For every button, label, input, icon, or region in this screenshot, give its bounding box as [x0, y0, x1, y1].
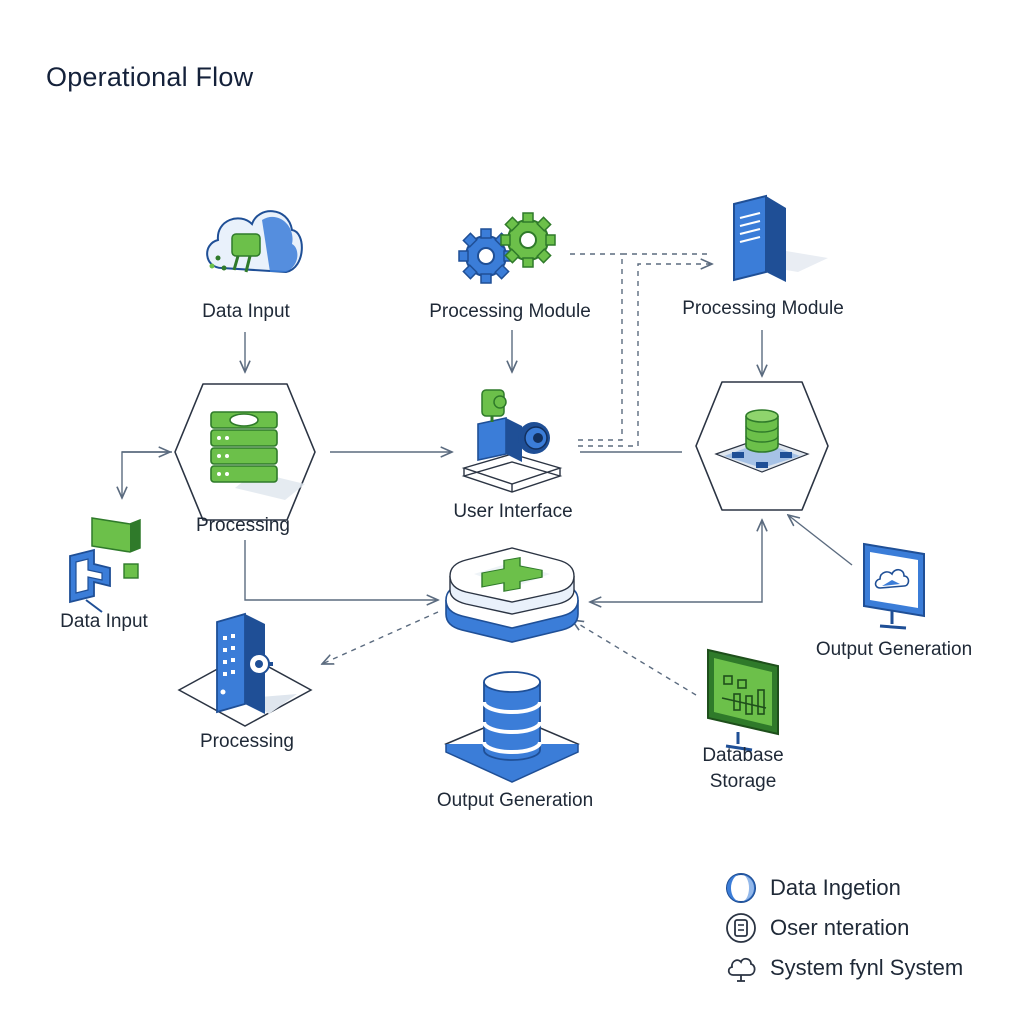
node-label-processing-bottom: Processing [200, 731, 294, 752]
connector-user-interface-to-server-dashed-b [578, 264, 712, 447]
half-circle-icon [726, 873, 756, 903]
connector-central-hub-to-processing-bottom [322, 611, 439, 664]
legend-label-data-ingestion: Data Ingetion [770, 875, 901, 900]
connectors [122, 253, 853, 696]
legend-label-system: System fynl System [770, 955, 964, 980]
server-gear-icon [177, 612, 313, 727]
database-storage-line1: Database [702, 745, 784, 766]
node-label-database-storage: Database Storage [702, 743, 783, 795]
connector-processing-to-central-hub [244, 540, 438, 600]
database-platform-icon [695, 381, 829, 511]
legend-item-user-interaction: Oser nteration [724, 910, 909, 946]
node-label-data-input-left: Data Input [60, 611, 148, 632]
node-label-data-input-top: Data Input [202, 301, 290, 322]
monitor-chart-icon [707, 648, 779, 752]
connector-processing-to-data-input-left [122, 451, 172, 498]
node-label-output-generation-db: Output Generation [436, 790, 594, 811]
legend-item-system: System fynl System [724, 950, 963, 986]
server-stack-icon [174, 383, 316, 521]
monitor-cloud-icon [863, 542, 925, 630]
node-label-processing-hub: Processing [196, 515, 290, 536]
connector-monitor-to-database-hub [788, 515, 853, 566]
stacked-layers-icon [445, 547, 579, 643]
database-storage-line2: Storage [709, 771, 777, 792]
legend-label-user-interaction: Oser nteration [770, 915, 910, 940]
database-cylinder-icon [444, 671, 580, 783]
connector-icon [69, 517, 141, 613]
legend-item-data-ingestion: Data Ingetion [724, 870, 901, 906]
node-label-output-generation-monitor: Output Generation [815, 639, 973, 660]
node-label-processing-module-server: Processing Module [682, 298, 844, 319]
connector-user-interface-to-server-dashed-a [578, 253, 708, 441]
connector-database-hub-to-central-hub [590, 520, 762, 602]
connector-database-storage-to-central-hub [572, 620, 697, 696]
page-title: Operational Flow [46, 62, 254, 92]
server-tower-icon [733, 194, 828, 282]
node-label-user-interface: User Interface [453, 501, 573, 522]
cloud-outline-icon [727, 957, 756, 982]
node-label-processing-module-gears: Processing Module [429, 301, 591, 322]
document-circle-icon [726, 913, 756, 943]
gears-icon [458, 212, 556, 284]
cloud-plug-icon [206, 210, 303, 274]
camera-device-icon [461, 389, 563, 493]
